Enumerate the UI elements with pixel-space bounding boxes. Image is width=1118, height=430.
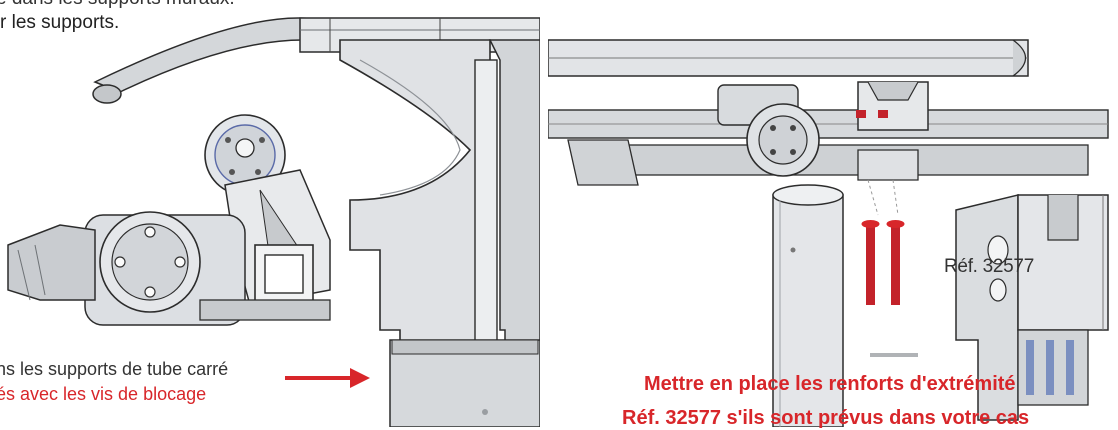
motor-support-illustration bbox=[0, 0, 540, 427]
support-note-line-2: és avec les vis de blocage bbox=[0, 384, 207, 404]
instruction-text-line-1: e dans les supports muraux. bbox=[0, 0, 235, 10]
instruction-text-line-2: r les supports. bbox=[0, 12, 120, 33]
end-reinforcement-illustration bbox=[548, 0, 1118, 427]
caption-line-1: Mettre en place les renforts d'extrémité bbox=[644, 373, 1016, 395]
support-note-line-1: ns les supports de tube carré bbox=[0, 359, 229, 379]
reference-label: Réf. 32577 bbox=[944, 256, 1034, 277]
caption-line-2: Réf. 32577 s'ils sont prévus dans votre … bbox=[622, 407, 1030, 429]
